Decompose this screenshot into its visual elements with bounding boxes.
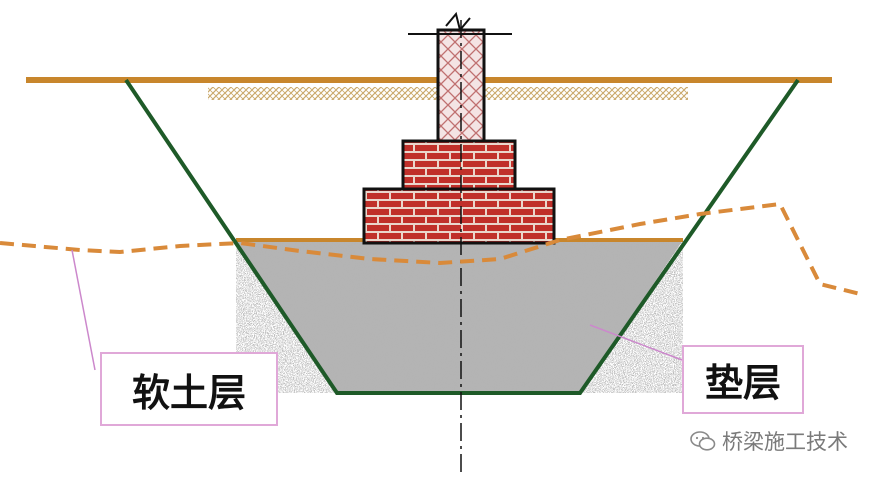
soft-soil-label: 软土层 bbox=[100, 352, 278, 426]
cushion-layer bbox=[236, 240, 683, 393]
soft-soil-boundary bbox=[0, 201, 861, 296]
footing-lower-step bbox=[362, 187, 556, 245]
soft-soil-leader-line bbox=[71, 249, 96, 371]
trench-outline bbox=[124, 78, 800, 395]
watermark-text: 桥梁施工技术 bbox=[722, 430, 848, 454]
footing-upper-step bbox=[401, 139, 517, 192]
watermark: 桥梁施工技术 bbox=[690, 427, 880, 455]
cushion-leader-line bbox=[589, 324, 683, 361]
wechat-icon bbox=[690, 431, 716, 451]
break-symbol-icon bbox=[445, 11, 471, 33]
cushion-label: 垫层 bbox=[682, 345, 804, 414]
